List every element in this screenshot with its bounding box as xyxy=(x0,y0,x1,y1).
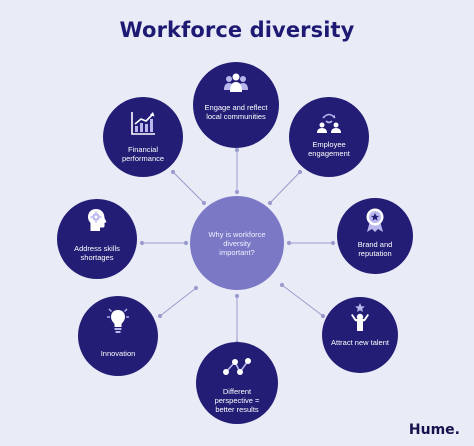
node-label: Address skills shortages xyxy=(74,244,120,262)
node-label: Employee engagement xyxy=(308,140,350,158)
node-label: Different perspective = better results xyxy=(214,387,260,414)
node-different-perspective: Different perspective = better results xyxy=(196,342,278,424)
brand-logo: Hume. xyxy=(408,422,460,438)
award-badge-icon xyxy=(366,208,384,232)
connector-bottom xyxy=(234,293,240,346)
node-engage-local-communities: Engage and reflect local communities xyxy=(193,62,279,148)
connector-bottom-left xyxy=(157,285,199,319)
node-attract-new-talent: Attract new talent xyxy=(322,297,398,373)
growth-chart-icon xyxy=(131,112,155,135)
node-label: Attract new talent xyxy=(331,338,389,347)
connector-top-left xyxy=(170,169,207,206)
node-label: Innovation xyxy=(100,349,136,358)
node-label: Engage and reflect local communities xyxy=(204,103,268,121)
center-label: Why is workforce diversity important? xyxy=(208,229,266,257)
connector-top xyxy=(234,147,240,195)
diagram-title: Workforce diversity xyxy=(119,18,355,42)
connector-top-right xyxy=(267,169,303,206)
node-innovation: Innovation xyxy=(78,296,158,376)
people-group-icon xyxy=(224,73,248,92)
head-gears-icon xyxy=(88,209,107,231)
node-financial-performance: Financial performance xyxy=(103,97,183,177)
connector-bottom-right xyxy=(279,282,326,319)
connector-right xyxy=(286,240,336,246)
center-circle: Why is workforce diversity important? xyxy=(190,196,284,290)
node-address-skills-shortages: Address skills shortages xyxy=(57,199,137,279)
node-brand-reputation: Brand and reputation xyxy=(337,198,413,274)
connector-left xyxy=(139,240,189,246)
people-cycle-icon xyxy=(317,113,341,133)
node-label: Brand and reputation xyxy=(357,240,393,258)
person-star-icon xyxy=(351,303,369,331)
lightbulb-icon xyxy=(107,308,129,333)
node-employee-engagement: Employee engagement xyxy=(289,97,369,177)
network-nodes-icon xyxy=(223,358,251,375)
node-label: Financial performance xyxy=(121,145,165,163)
